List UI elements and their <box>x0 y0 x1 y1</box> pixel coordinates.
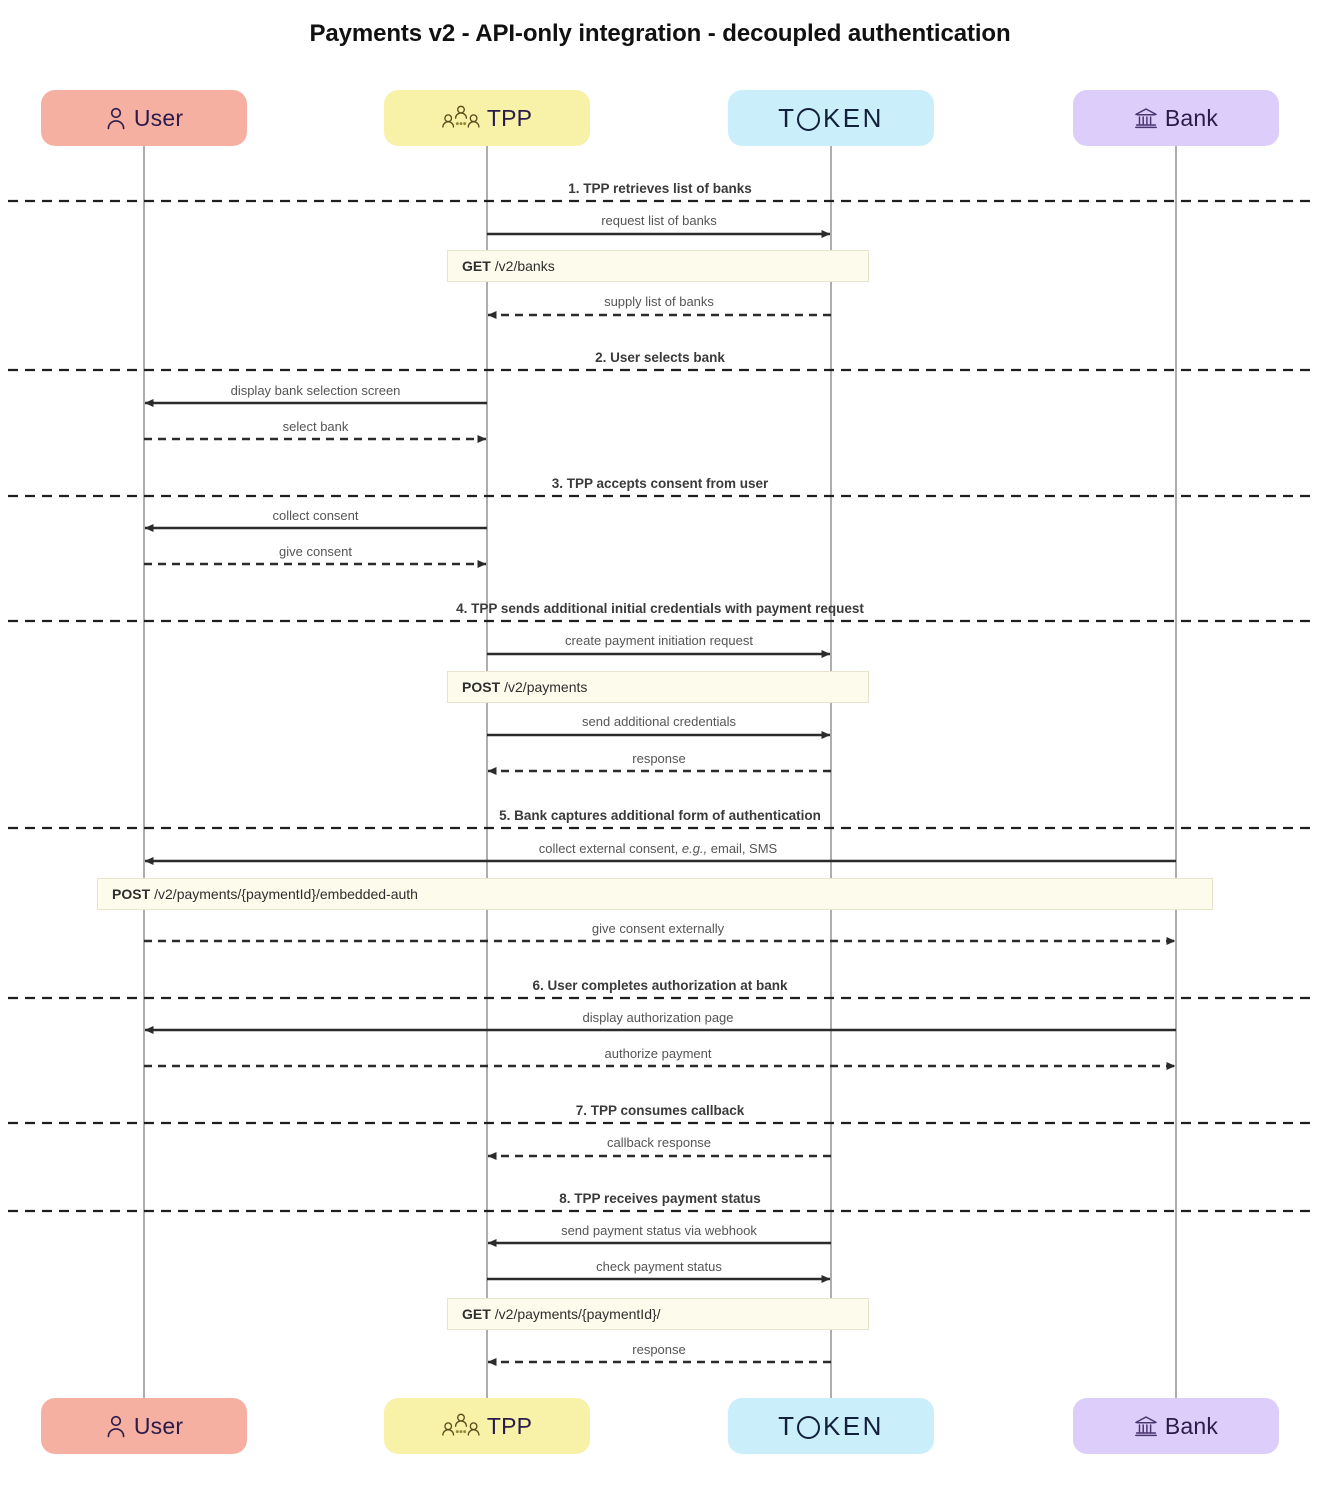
message-label-11: display authorization page <box>582 1010 734 1025</box>
api-note-2: POST/v2/payments/{paymentId}/embedded-au… <box>97 878 1213 910</box>
api-note-1: POST/v2/payments <box>447 671 869 703</box>
participant-bank-bottom[interactable]: Bank <box>1073 1398 1279 1454</box>
group-label-3: 3. TPP accepts consent from user <box>551 476 769 491</box>
api-note-verb-3: GET <box>462 1306 491 1322</box>
group-label-4: 4. TPP sends additional initial credenti… <box>456 601 864 616</box>
message-label-15: check payment status <box>596 1259 722 1274</box>
person-icon <box>105 106 127 130</box>
message-label-14: send payment status via webhook <box>561 1223 757 1238</box>
token-letters-ken: KEN <box>822 1410 884 1441</box>
participant-label-bank: Bank <box>1164 1412 1219 1439</box>
message-label-3: select bank <box>282 419 349 434</box>
participant-tpp-top[interactable]: TPP <box>384 90 590 146</box>
message-label-16: response <box>632 1342 686 1357</box>
group-label-6: 6. User completes authorization at bank <box>532 978 788 993</box>
participant-label-tpp: TPP <box>486 1412 533 1439</box>
message-label-1: supply list of banks <box>604 294 714 309</box>
participant-token-bottom[interactable]: T KEN <box>728 1398 934 1454</box>
api-note-path-2: /v2/payments/{paymentId}/embedded-auth <box>154 886 418 902</box>
message-label-8: response <box>632 751 686 766</box>
group-label-8: 8. TPP receives payment status <box>559 1191 761 1206</box>
people-group-icon <box>442 1413 480 1439</box>
participant-token-top[interactable]: T KEN <box>728 90 934 146</box>
token-logo-wordmark: T KEN <box>778 103 884 134</box>
participant-user-top[interactable]: User <box>41 90 247 146</box>
message-label-emphasis: e.g., <box>681 841 708 856</box>
participant-label-bank: Bank <box>1164 104 1219 131</box>
participant-label-user: User <box>133 104 184 131</box>
message-label-9: collect external consent, e.g., email, S… <box>538 841 778 856</box>
person-icon <box>105 1414 127 1438</box>
message-label-0: request list of banks <box>601 213 717 228</box>
message-label-6: create payment initiation request <box>565 633 753 648</box>
page-title: Payments v2 - API-only integration - dec… <box>309 20 1011 47</box>
participant-label-user: User <box>133 1412 184 1439</box>
api-note-path-0: /v2/banks <box>494 258 555 274</box>
api-note-0: GET/v2/banks <box>447 250 869 282</box>
api-note-path-1: /v2/payments <box>504 679 588 695</box>
message-label-13: callback response <box>606 1135 712 1150</box>
api-note-verb-2: POST <box>112 886 151 902</box>
group-label-7: 7. TPP consumes callback <box>575 1103 745 1118</box>
participant-tpp-bottom[interactable]: TPP <box>384 1398 590 1454</box>
api-note-3: GET/v2/payments/{paymentId}/ <box>447 1298 869 1330</box>
bank-building-icon <box>1134 1414 1158 1438</box>
message-label-5: give consent <box>279 544 352 559</box>
participant-label-tpp: TPP <box>486 104 533 131</box>
token-circle-o-icon <box>797 1415 821 1439</box>
message-label-12: authorize payment <box>604 1046 712 1061</box>
token-letter-t: T <box>778 102 797 133</box>
token-letter-t: T <box>778 1410 797 1441</box>
message-label-2: display bank selection screen <box>230 383 401 398</box>
message-arrows-group <box>144 230 1176 1366</box>
people-group-icon <box>442 105 480 131</box>
api-note-verb-1: POST <box>462 679 501 695</box>
message-label-4: collect consent <box>272 508 359 523</box>
token-circle-o-icon <box>797 107 821 131</box>
group-divider-lines <box>8 199 1312 1213</box>
token-logo-wordmark: T KEN <box>778 1411 884 1442</box>
participant-user-bottom[interactable]: User <box>41 1398 247 1454</box>
token-letters-ken: KEN <box>822 102 884 133</box>
group-label-5: 5. Bank captures additional form of auth… <box>499 808 821 823</box>
message-label-7: send additional credentials <box>582 714 736 729</box>
group-label-1: 1. TPP retrieves list of banks <box>568 181 752 196</box>
group-label-2: 2. User selects bank <box>595 350 725 365</box>
bank-building-icon <box>1134 106 1158 130</box>
participant-bank-top[interactable]: Bank <box>1073 90 1279 146</box>
api-note-path-3: /v2/payments/{paymentId}/ <box>494 1306 661 1322</box>
message-label-10: give consent externally <box>591 921 725 936</box>
api-note-verb-0: GET <box>462 258 491 274</box>
